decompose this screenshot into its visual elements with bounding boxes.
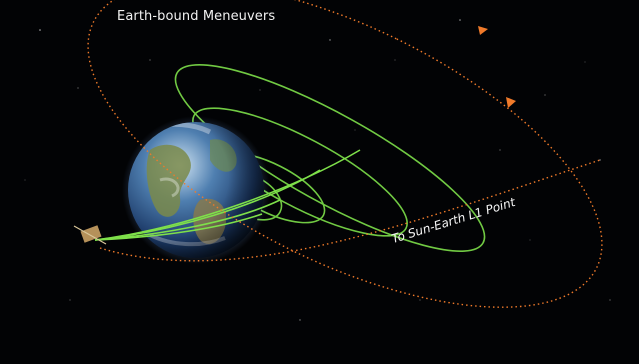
spacecraft-icon [73, 225, 107, 245]
star-field [24, 19, 611, 321]
earth-icon [122, 116, 270, 264]
diagram-title: Earth-bound Meneuvers [117, 9, 276, 24]
arrowhead-icon [478, 26, 516, 108]
earth-bound-orbits-front [94, 149, 361, 241]
